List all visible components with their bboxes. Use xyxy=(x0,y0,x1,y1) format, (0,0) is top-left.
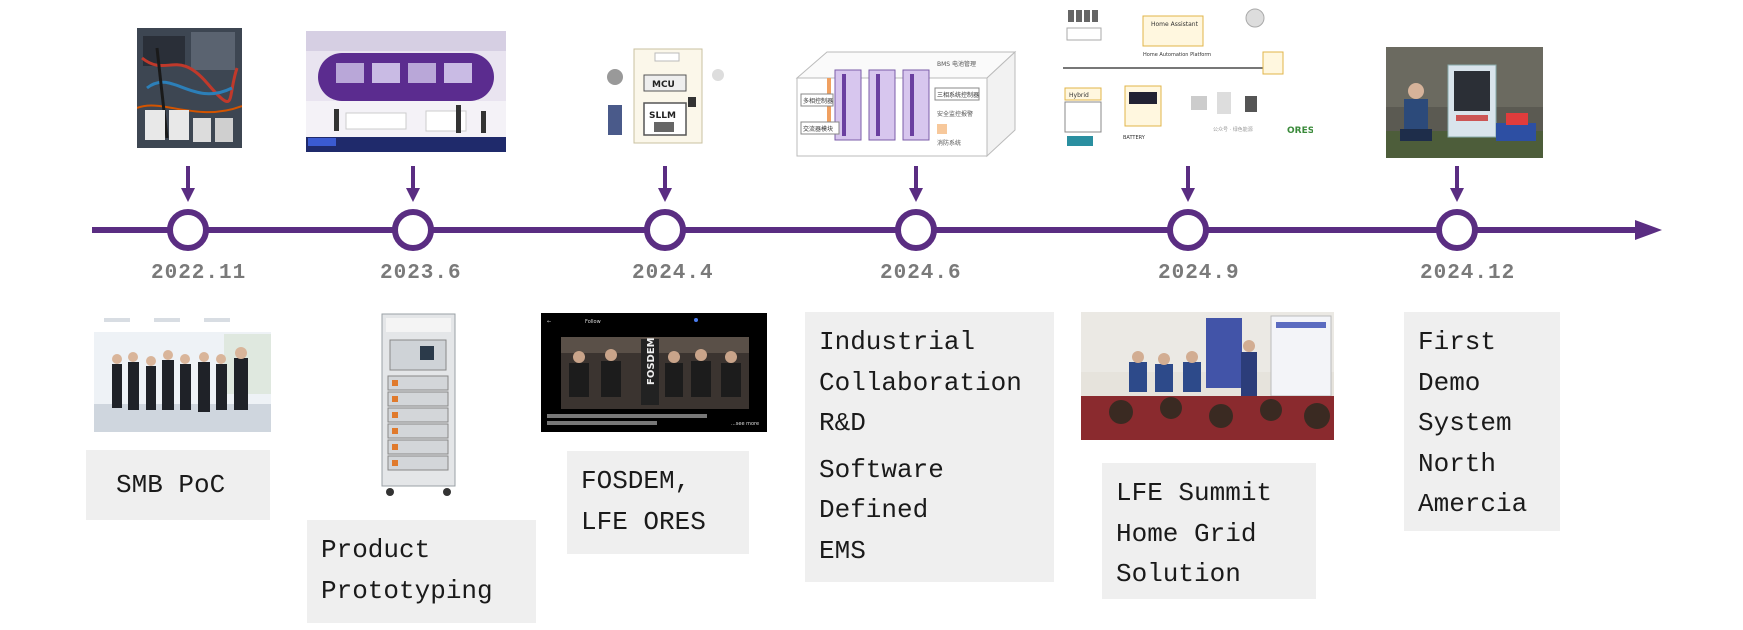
milestone-date: 2023.6 xyxy=(380,262,462,285)
milestone-marker-6 xyxy=(1436,166,1478,251)
see-more-label: ...see more xyxy=(731,421,759,427)
follow-label: Follow xyxy=(585,319,601,325)
milestone-marker-4 xyxy=(895,166,937,251)
home-grid-diagram: Home Assistant Home Automation Platform … xyxy=(1063,6,1313,154)
milestone-marker-3 xyxy=(644,166,686,251)
milestone-label-line: Solution xyxy=(1116,559,1241,589)
milestone-label-line: Demo xyxy=(1418,367,1481,398)
mcu-label: MCU xyxy=(652,80,675,90)
milestone-label-line: Software xyxy=(819,454,944,485)
ores-logo-label: ORES xyxy=(1287,126,1313,136)
outdoor-demo-photo xyxy=(1386,47,1543,158)
milestone-date: 2024.12 xyxy=(1420,262,1516,285)
milestone-5-label-box: LFE Summit Home Grid Solution xyxy=(1102,463,1316,599)
milestone-3-label-box: FOSDEM, LFE ORES xyxy=(567,451,749,554)
lfe-summit-photo xyxy=(1081,312,1334,440)
milestone-label-line: EMS xyxy=(819,535,866,566)
milestone-date: 2024.6 xyxy=(880,262,962,285)
milestone-label-line: R&D xyxy=(819,408,866,438)
industrial-label-1: BMS 电池管理 xyxy=(937,60,976,68)
fosdem-talk-screenshot: ← Follow FOSDEM ...see more xyxy=(541,313,767,432)
visit-delegation-photo xyxy=(94,314,271,432)
milestone-label-line: First xyxy=(1418,327,1497,357)
milestone-6-label-box: First Demo System North Amercia xyxy=(1404,312,1560,531)
milestone-marker-5 xyxy=(1167,166,1209,251)
fosdem-banner-label: FOSDEM xyxy=(646,337,657,385)
milestone-label-line: LFE ORES xyxy=(581,506,706,537)
hybrid-label: Hybrid xyxy=(1069,92,1089,99)
milestone-marker-2 xyxy=(392,166,434,251)
milestone-label-line: Collaboration xyxy=(819,367,1022,398)
milestone-label-line: LFE Summit xyxy=(1116,478,1273,508)
home-automation-label: Home Automation Platform xyxy=(1143,52,1211,58)
milestone-label-line: Product xyxy=(321,535,431,565)
milestone-label-line: FOSDEM, xyxy=(581,466,691,496)
wiring-photo xyxy=(137,28,242,148)
sllm-label: SLLM xyxy=(649,111,676,121)
milestone-label-line: System xyxy=(1418,408,1512,438)
milestone-1-label-box: SMB PoC xyxy=(86,450,270,520)
industrial-label-6: 消防系统 xyxy=(937,139,961,147)
product-prototype-cabinet-photo xyxy=(380,312,457,497)
milestone-date: 2024.9 xyxy=(1158,262,1240,285)
milestone-label-line: North xyxy=(1418,448,1497,479)
exhibition-booth-photo xyxy=(306,31,506,152)
milestone-label-line: SMB PoC xyxy=(116,470,226,500)
milestone-2-label-box: Product Prototyping xyxy=(307,520,536,623)
industrial-label-5: 安全监控报警 xyxy=(937,110,973,118)
battery-label: BATTERY xyxy=(1123,135,1146,141)
milestone-label-line: Defined xyxy=(819,495,929,525)
milestone-date: 2024.4 xyxy=(632,262,714,285)
milestone-label-line: Industrial xyxy=(819,327,976,357)
milestone-date: 2022.11 xyxy=(151,262,247,285)
milestone-marker-1 xyxy=(167,166,209,251)
milestone-label-line: Home Grid xyxy=(1116,518,1257,549)
ems-architecture-diagram: MCU SLLM xyxy=(600,45,730,145)
timeline-arrowhead xyxy=(1635,220,1662,240)
industrial-label-4: 交流器模块 xyxy=(803,125,833,133)
industrial-ems-diagram: 多相控制器 交流器模块 BMS 电池管理 三相系统控制器 安全监控报警 消防系统 xyxy=(787,48,1017,158)
svg-text:←: ← xyxy=(547,319,551,325)
milestone-label-line: Amercia xyxy=(1418,489,1528,519)
industrial-label-2: 三相系统控制器 xyxy=(937,91,979,99)
industrial-label-3: 多相控制器 xyxy=(803,97,833,105)
milestone-4-label-box: Industrial Collaboration R&D Software De… xyxy=(805,312,1054,582)
home-assistant-label: Home Assistant xyxy=(1151,21,1199,28)
milestone-label-line: Prototyping xyxy=(321,575,493,606)
wechat-label: 公众号 · 绿色能源 xyxy=(1213,126,1253,133)
